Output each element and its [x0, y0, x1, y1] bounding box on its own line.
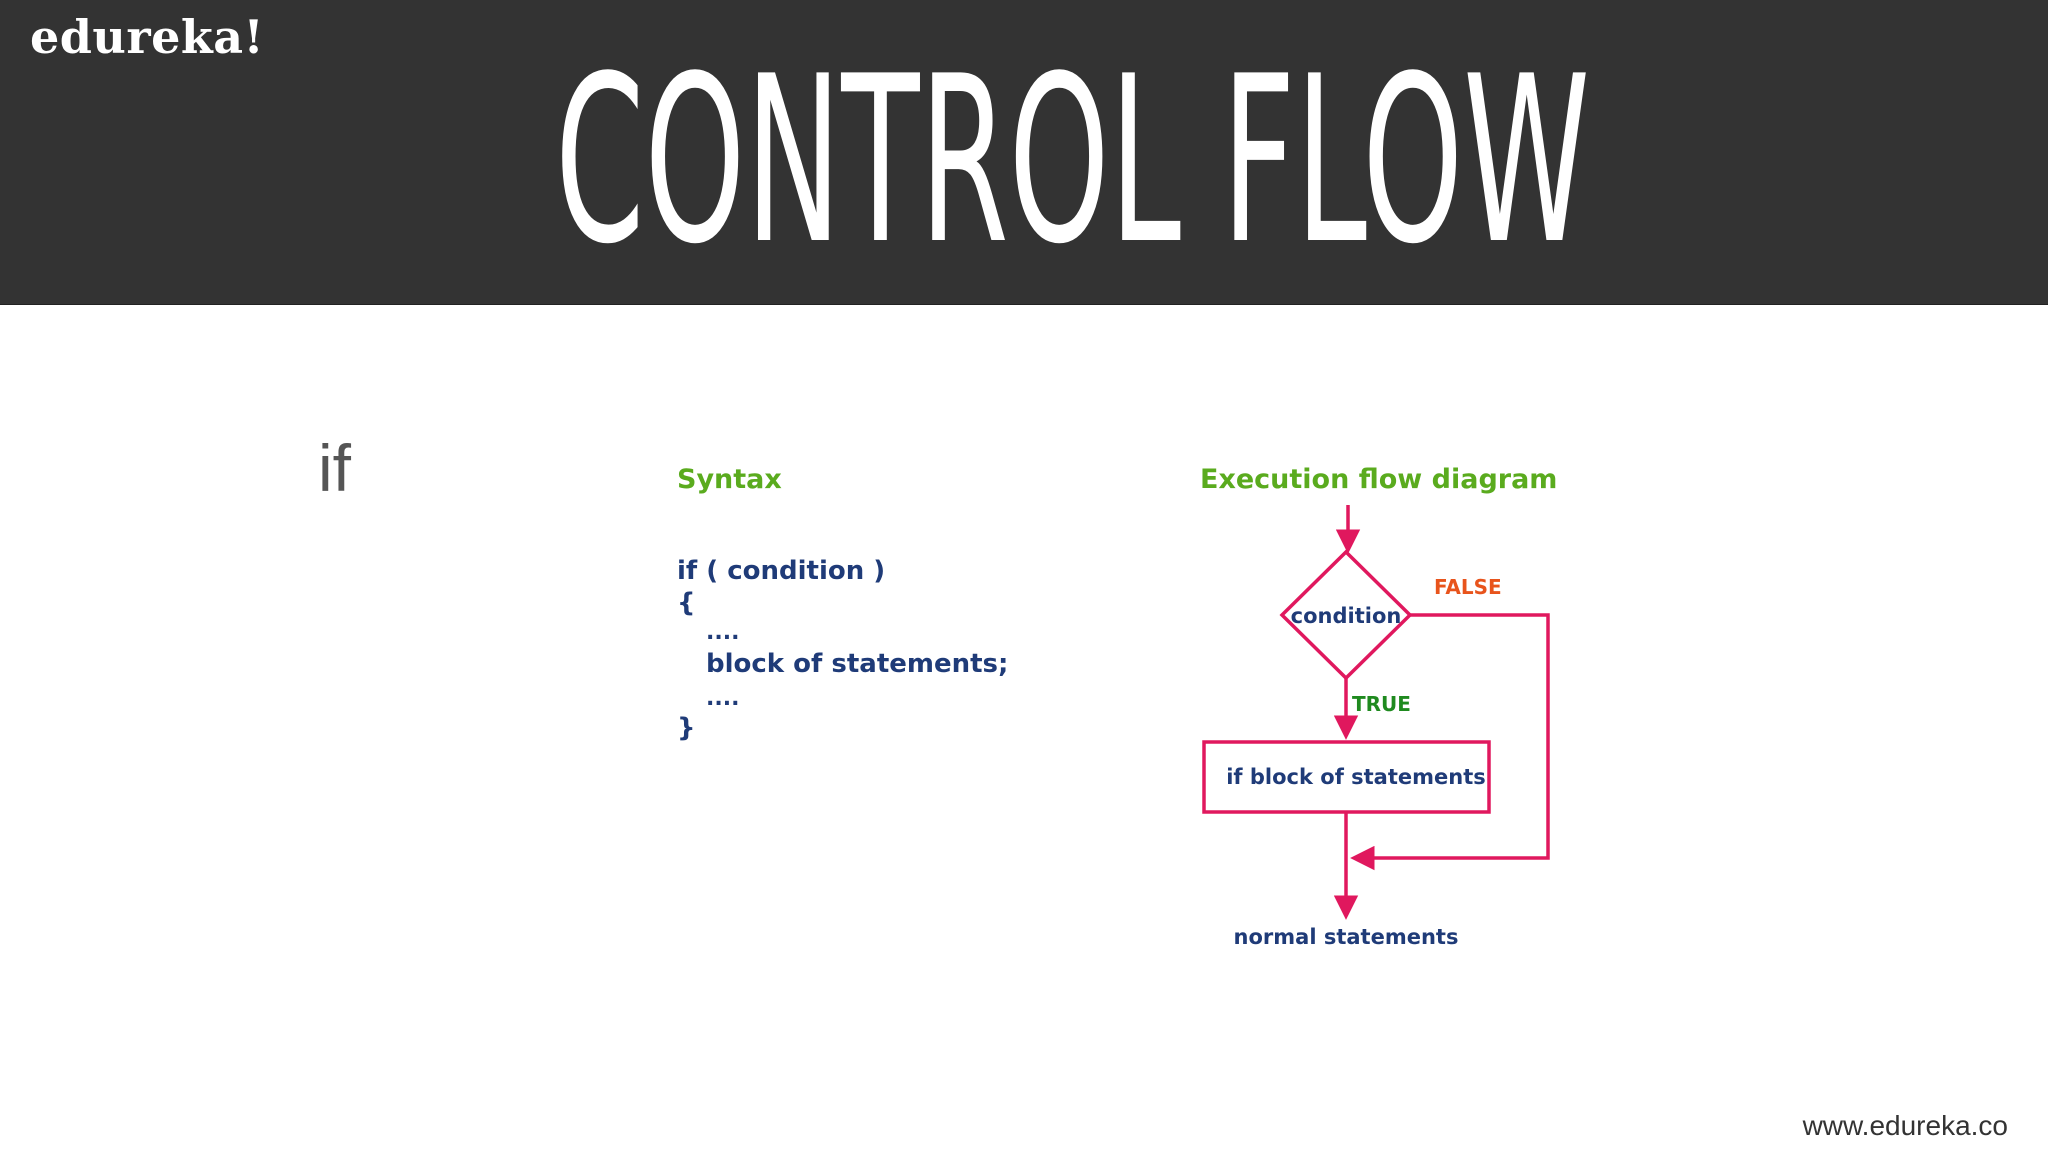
normal-statements-label: normal statements: [1234, 925, 1459, 949]
syntax-line-5: ....: [706, 686, 740, 711]
if-block-box: [1202, 740, 1491, 814]
syntax-line-1: if ( condition ): [677, 556, 886, 586]
syntax-line-3: ....: [706, 620, 740, 645]
topic-label: if: [318, 431, 351, 505]
brand-logo: edureka!: [30, 10, 265, 64]
if-block-label: if block of statements: [1226, 765, 1486, 789]
syntax-heading: Syntax: [677, 464, 782, 495]
syntax-line-2: {: [677, 588, 696, 618]
footer-url: www.edureka.co: [1802, 1110, 2008, 1141]
slide-title-text: CONTROL FLOW: [555, 68, 1590, 258]
false-path: [1350, 613, 1550, 871]
false-label: FALSE: [1434, 575, 1502, 599]
condition-label: condition: [1291, 604, 1402, 628]
header-bar: edureka! CONTROL FLOW: [0, 0, 2048, 305]
slide-title: CONTROL FLOW: [555, 68, 1590, 258]
condition-diamond: [1279, 549, 1413, 681]
syntax-line-6: }: [677, 713, 696, 743]
diagram-heading: Execution flow diagram: [1200, 464, 1558, 495]
syntax-line-4: block of statements;: [706, 649, 1009, 679]
true-label: TRUE: [1352, 692, 1411, 716]
